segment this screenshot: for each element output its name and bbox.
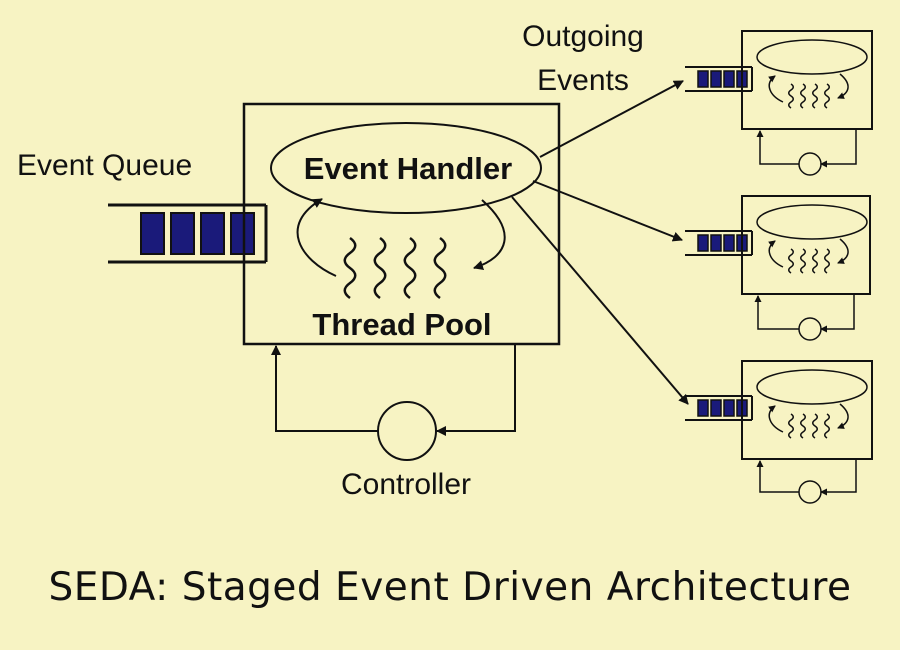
downstream-stage-2: [685, 195, 871, 341]
loop-arrow-down: [473, 199, 506, 270]
controller-label: Controller: [341, 468, 471, 501]
controller-circle: [377, 401, 437, 461]
stage-box: [242, 102, 561, 346]
outgoing-label-line2: Events: [537, 64, 629, 97]
queue-cell: [170, 212, 195, 255]
controller-loop: [271, 344, 516, 461]
queue-cell: [140, 212, 165, 255]
event-queue-label: Event Queue: [17, 149, 192, 182]
downstream-stage-3: [685, 360, 873, 504]
event-queue: [108, 203, 268, 264]
loop-arrow-up: [296, 198, 337, 277]
main-stage: Event Queue Event Handler Thread Pool Co…: [17, 102, 561, 501]
event-handler-ellipse: [270, 122, 542, 214]
downstream-stage-1: [685, 30, 873, 176]
diagram-caption: SEDA: Staged Event Driven Architecture: [48, 565, 852, 610]
event-handler-label: Event Handler: [304, 151, 512, 186]
thread-squiggles: [343, 236, 447, 300]
queue-cell: [230, 212, 255, 255]
thread-pool-label: Thread Pool: [312, 307, 491, 342]
queue-cell: [200, 212, 225, 255]
outgoing-label-line1: Outgoing: [522, 20, 644, 53]
outgoing-arrows: [511, 80, 689, 405]
